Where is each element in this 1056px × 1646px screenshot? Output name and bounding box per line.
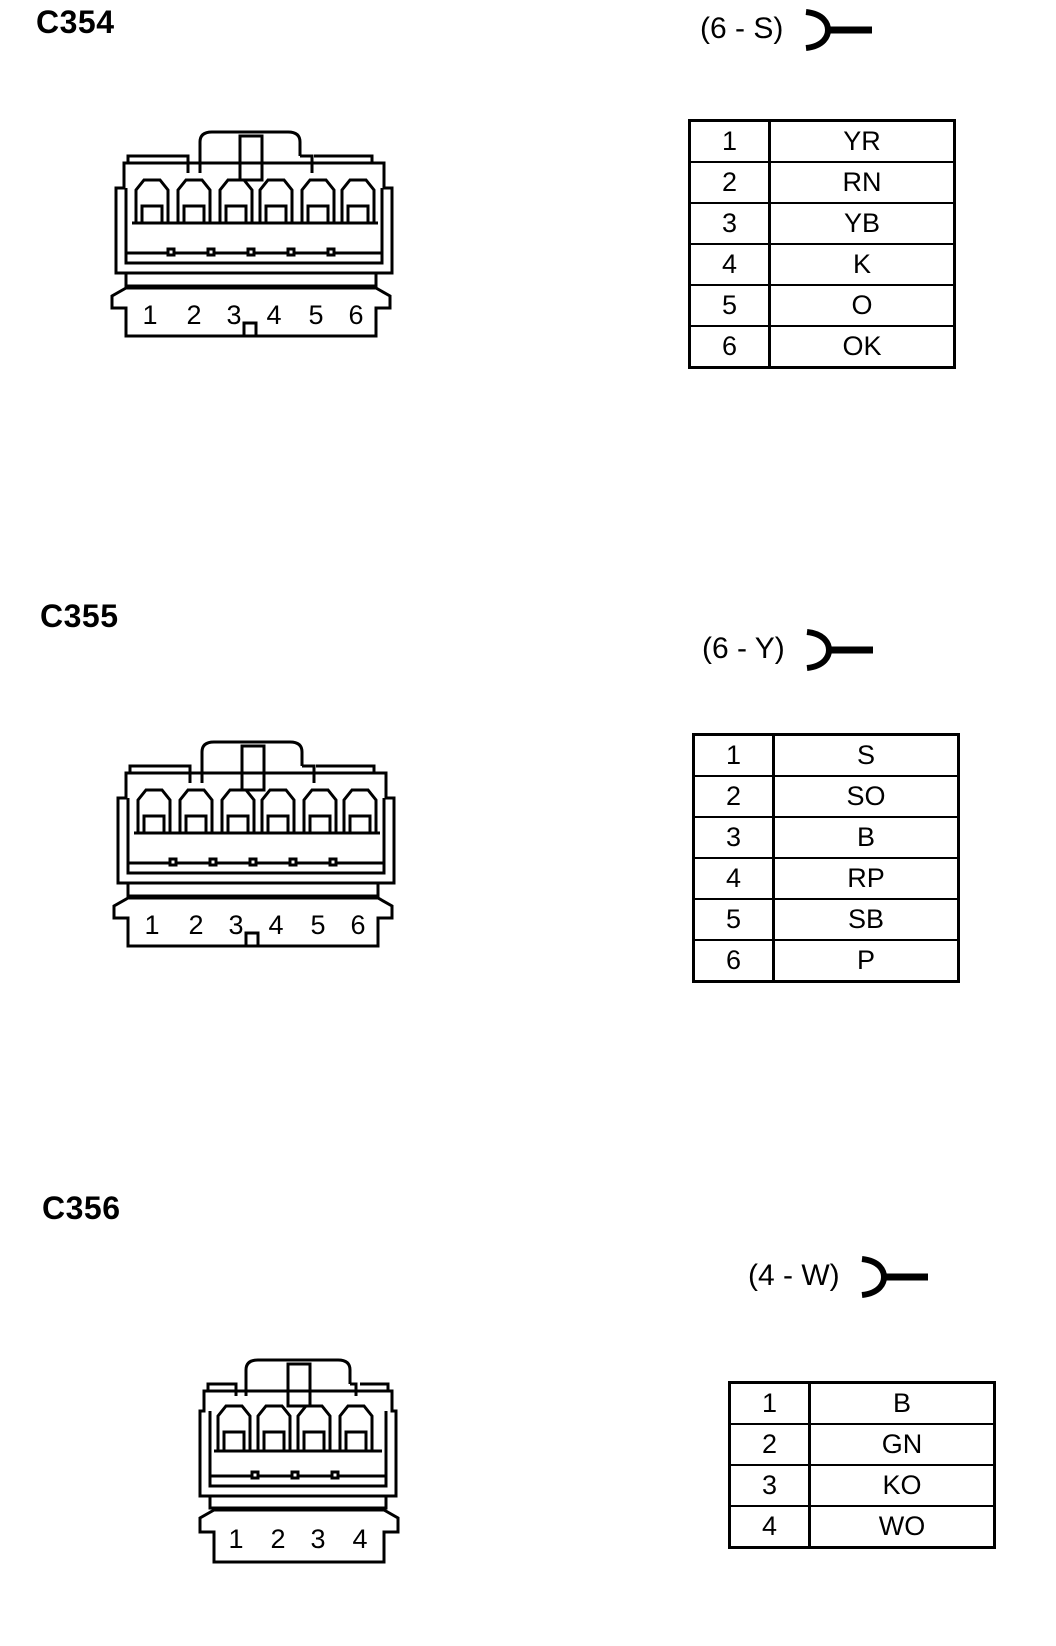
- pin-number-label: 4: [268, 910, 283, 940]
- connector-spec-c354: (6 - S): [700, 8, 874, 52]
- wire-color-cell: B: [772, 816, 960, 859]
- wire-color-cell: O: [768, 284, 956, 327]
- connector-face-drawing-c354: 1 2 3 4 5 6: [110, 130, 394, 338]
- pin-number-label: 1: [228, 1524, 243, 1554]
- connector-face-drawing-c355: 1 2 3 4 5 6: [112, 740, 396, 948]
- pin-number-cell: 4: [728, 1505, 811, 1549]
- wire-color-cell: SO: [772, 775, 960, 818]
- spec-text: (4 - W): [748, 1258, 840, 1292]
- pin-number-label: 4: [352, 1524, 367, 1554]
- pin-number-label: 3: [228, 910, 243, 940]
- pin-number-label: 2: [186, 300, 201, 330]
- terminal-cavities: [214, 1404, 382, 1453]
- pin-number-label: 2: [188, 910, 203, 940]
- pin-number-cell: 3: [688, 202, 771, 245]
- wire-color-cell: SB: [772, 898, 960, 941]
- connector-id-c354: C354: [36, 4, 115, 40]
- wire-color-cell: YR: [768, 119, 956, 163]
- pin-number-label: 4: [266, 300, 281, 330]
- wire-color-cell: RN: [768, 161, 956, 204]
- connector-spec-c356: (4 - W): [748, 1255, 930, 1299]
- pin-number-label: 3: [310, 1524, 325, 1554]
- spec-text: (6 - Y): [702, 631, 785, 665]
- pin-number-cell: 4: [692, 857, 775, 900]
- wire-color-cell: RP: [772, 857, 960, 900]
- connector-face-drawing-c356: 1 2 3 4: [198, 1358, 400, 1564]
- wire-color-cell: GN: [808, 1423, 996, 1466]
- harness-fork-icon: [806, 629, 874, 671]
- wire-color-cell: P: [772, 939, 960, 983]
- pin-number-cell: 2: [688, 161, 771, 204]
- pin-number-label: 5: [308, 300, 323, 330]
- pin-number-cell: 3: [728, 1464, 811, 1507]
- pin-number-label: 1: [142, 300, 157, 330]
- pin-number-cell: 5: [688, 284, 771, 327]
- pin-number-cell: 3: [692, 816, 775, 859]
- connector-id-c356: C356: [42, 1190, 121, 1226]
- pin-number-label: 6: [348, 300, 363, 330]
- connector-spec-c355: (6 - Y): [702, 628, 875, 672]
- wire-color-cell: KO: [808, 1464, 996, 1507]
- pin-number-cell: 6: [692, 939, 775, 983]
- pin-number-cell: 1: [692, 733, 775, 777]
- pin-number-label: 6: [350, 910, 365, 940]
- wire-color-cell: YB: [768, 202, 956, 245]
- pin-number-cell: 5: [692, 898, 775, 941]
- pin-number-label: 3: [226, 300, 241, 330]
- pin-number-label: 5: [310, 910, 325, 940]
- spec-text: (6 - S): [700, 11, 784, 45]
- pin-number-label: 1: [144, 910, 159, 940]
- terminal-cavities: [132, 178, 378, 225]
- pin-number-cell: 2: [728, 1423, 811, 1466]
- harness-fork-icon: [861, 1256, 928, 1298]
- wire-color-cell: OK: [768, 325, 956, 369]
- pin-number-cell: 4: [688, 243, 771, 286]
- pin-number-label: 2: [270, 1524, 285, 1554]
- wire-color-cell: S: [772, 733, 960, 777]
- pin-number-cell: 6: [688, 325, 771, 369]
- terminal-cavities: [134, 788, 380, 835]
- connector-id-c355: C355: [40, 598, 119, 634]
- pin-number-cell: 1: [728, 1381, 811, 1425]
- wire-color-cell: B: [808, 1381, 996, 1425]
- pin-number-cell: 1: [688, 119, 771, 163]
- wire-color-cell: WO: [808, 1505, 996, 1549]
- pin-number-cell: 2: [692, 775, 775, 818]
- wire-color-cell: K: [768, 243, 956, 286]
- harness-fork-icon: [805, 9, 872, 51]
